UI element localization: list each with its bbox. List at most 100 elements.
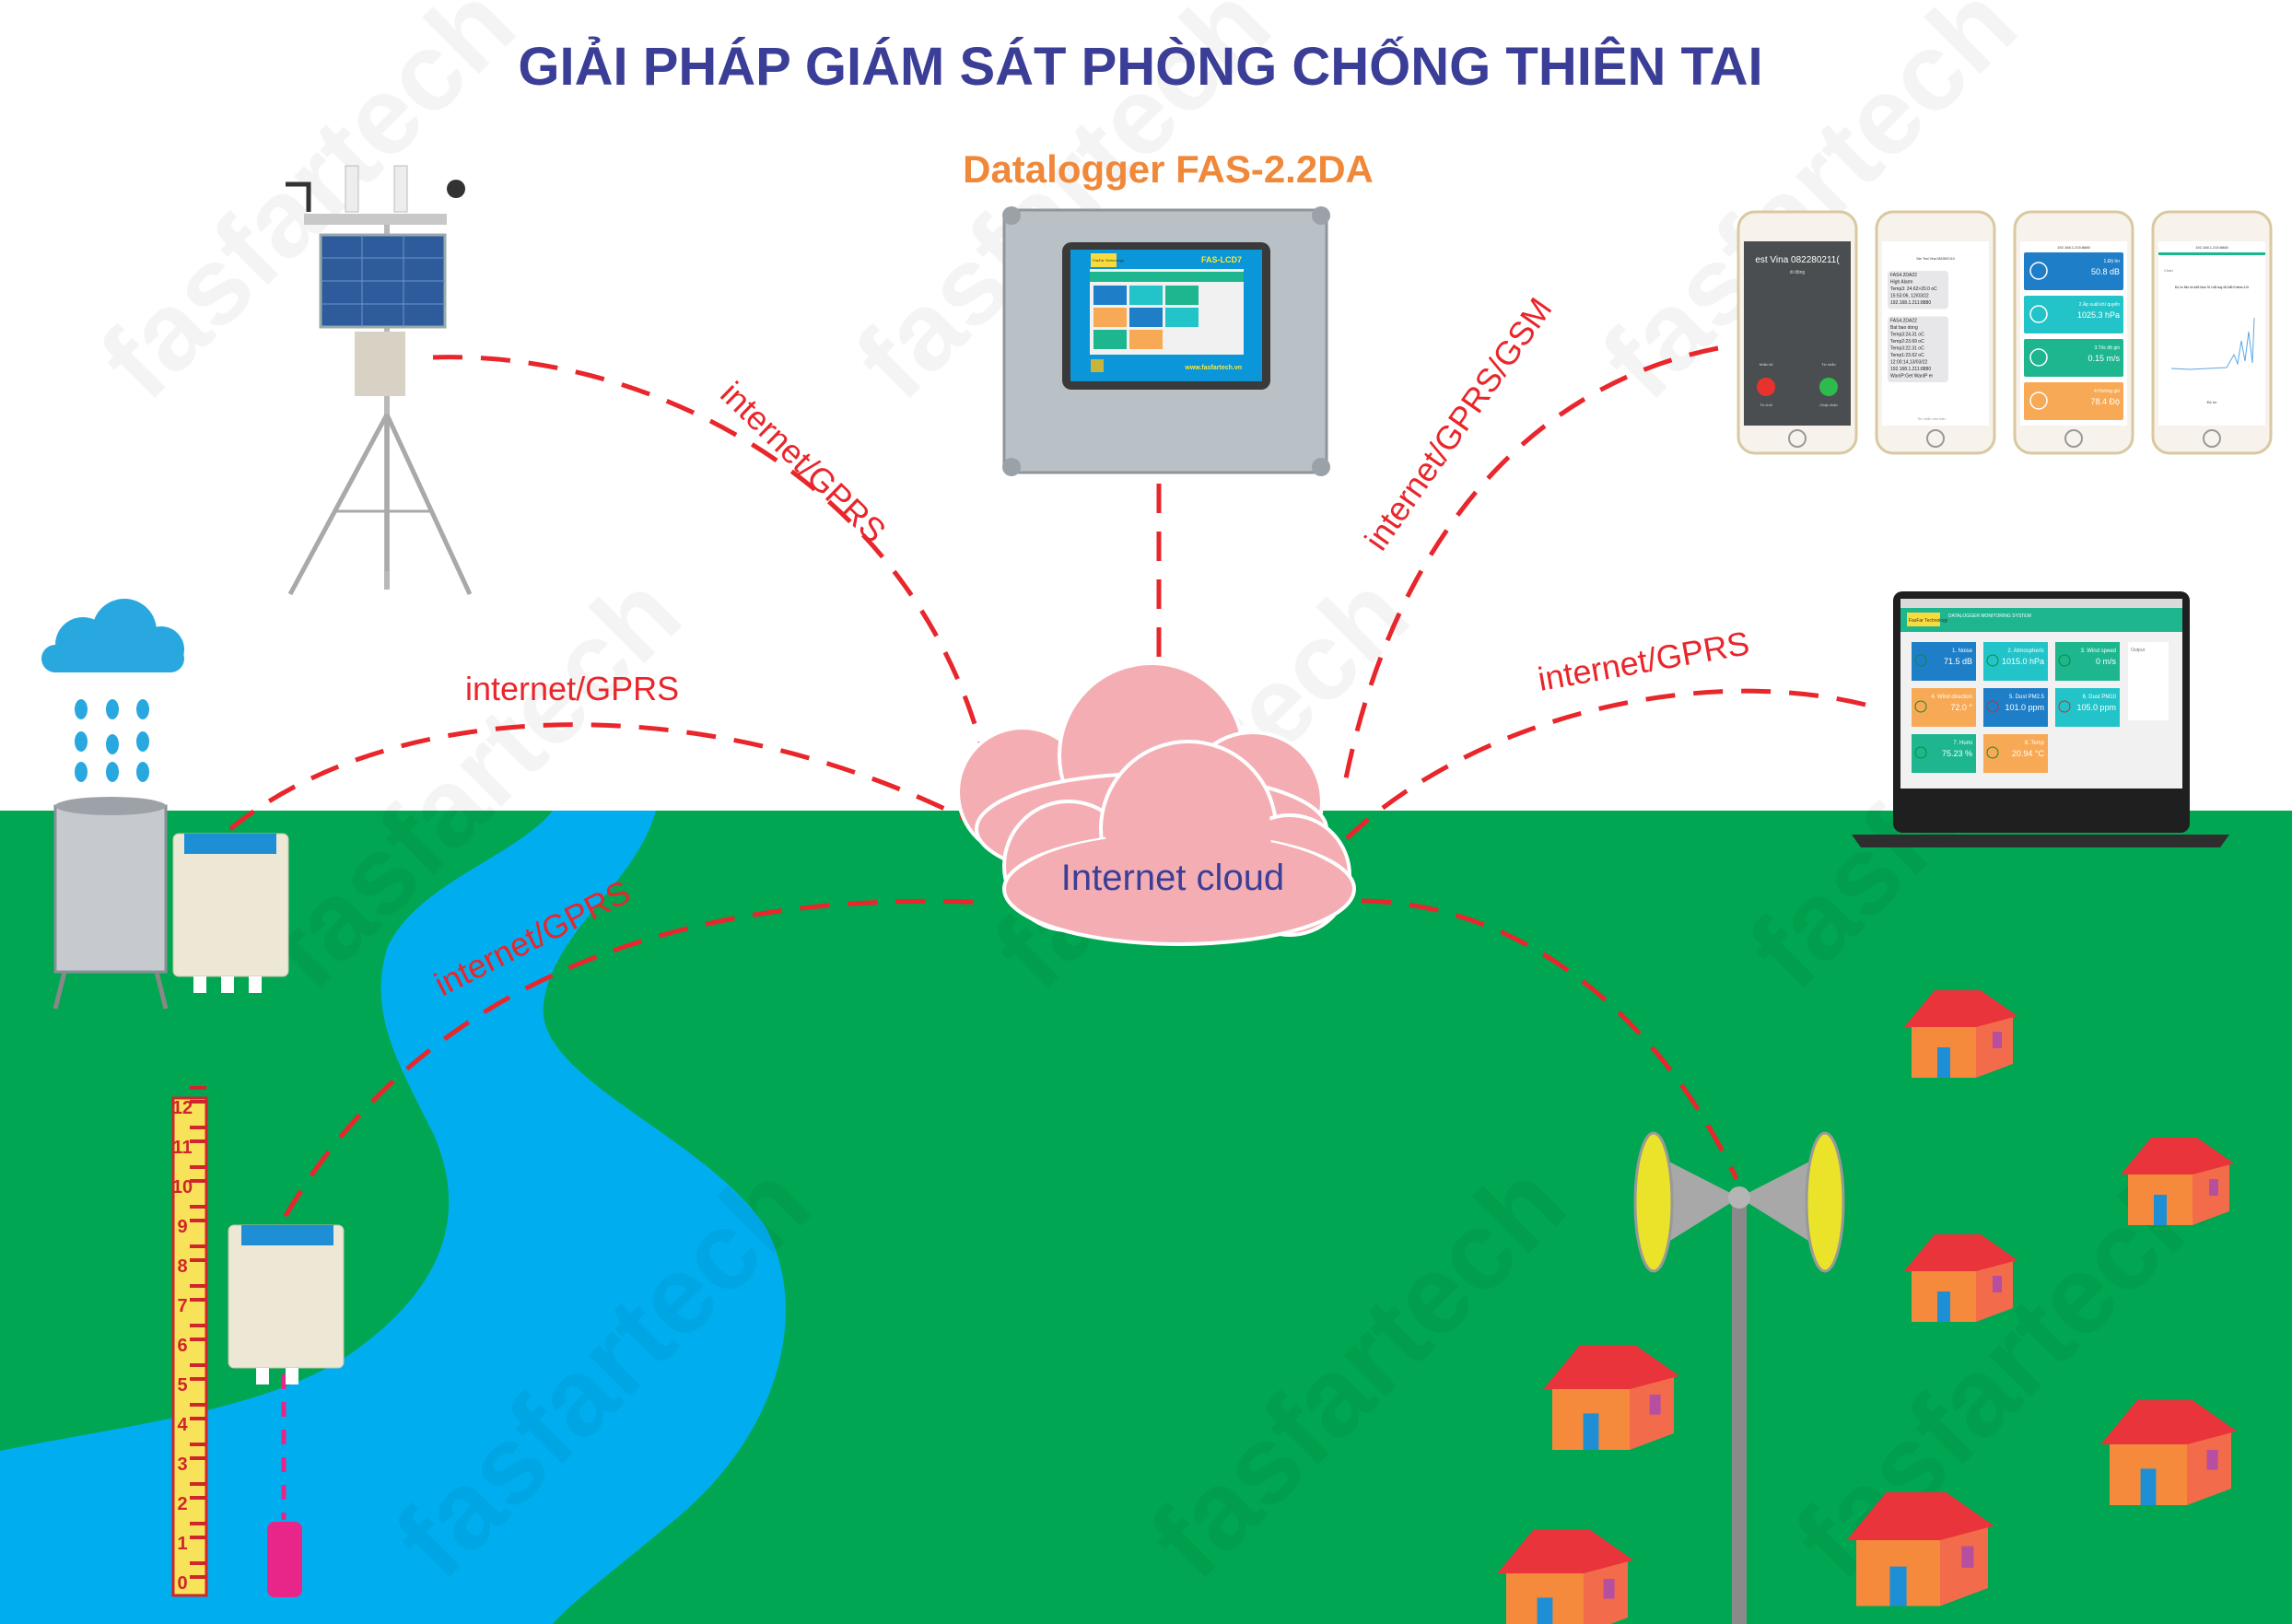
card-title: 3.Tốc độ gió [2094, 345, 2120, 351]
card-value: 50.8 dB [2091, 267, 2120, 276]
gauge-tick [190, 1443, 206, 1446]
link-label-laptop: internet/GPRS [1535, 624, 1752, 698]
lcd-card [1129, 330, 1163, 349]
gauge-tick [190, 1086, 206, 1090]
gauge-tick [190, 1496, 206, 1500]
gauge-tick [190, 1298, 206, 1302]
phone-screen [2158, 241, 2265, 426]
gauge-tick [190, 1284, 206, 1288]
card-value: 72.0 ° [1950, 703, 1972, 712]
sms-line: 12:00:14,13/03/22 [1890, 360, 1928, 366]
sms-input: Tin nhắn văn bản [1917, 416, 1946, 421]
card-value: 101.0 ppm [2005, 703, 2044, 712]
link-siren [1361, 898, 1739, 1181]
connection-lines [228, 345, 1866, 1520]
smiley-icon [1914, 700, 1927, 713]
smiley-icon [1914, 746, 1927, 759]
sms-line: FAS4.2DA22 [1890, 273, 1917, 278]
smiley-icon [2058, 654, 2071, 667]
laptop-output-title: Output [2131, 648, 2146, 653]
card-value: 20.94 °C [2012, 749, 2045, 758]
card-title: 4.Hướng gió [2094, 389, 2120, 394]
card-value: 75.23 % [1942, 749, 1972, 758]
home-button-icon [2064, 429, 2083, 448]
link-rain-gauge [228, 722, 978, 831]
gauge-tick [190, 1536, 206, 1539]
datalogger-device: FasFar Technology FAS-LCD7 www.fasfartec… [1002, 206, 1330, 476]
gauge-number: 5 [177, 1375, 187, 1396]
card-value: 0 m/s [2096, 657, 2117, 666]
smiley-icon [1986, 746, 1999, 759]
gauge-tick [190, 1363, 206, 1367]
sms-line: 192.168.1.211:8880 [1890, 367, 1931, 372]
sms-line: Temp3: 24.62>20.0 oC [1890, 286, 1937, 292]
sms-line: Temp2:23.69 oC [1890, 339, 1924, 345]
lcd-card [1165, 308, 1199, 327]
house-icon [1497, 1529, 1633, 1624]
page-title: GIẢI PHÁP GIÁM SÁT PHÒNG CHỐNG THIÊN TAI [518, 37, 1762, 97]
internet-cloud: Internet cloud [956, 661, 1356, 946]
rain-logger-box [172, 833, 289, 977]
rain-cloud-icon [41, 599, 184, 782]
dashboard-card [2024, 382, 2123, 420]
card-value: 1025.3 hPa [2077, 310, 2120, 320]
phone-screen [1744, 241, 1851, 426]
card-title: 6. Dust PM10 [2083, 695, 2117, 700]
chart-panel-title: Chart [2164, 268, 2174, 273]
sms-line: Temp3:22.31 oC [1890, 346, 1924, 352]
sensor-card: 1. Noise 71.5 dB [1912, 642, 1976, 681]
gauge-tick [190, 1377, 206, 1381]
house-icon [2121, 1138, 2234, 1225]
gauge-tick [190, 1522, 206, 1525]
accept-label: Chấp nhận [1819, 403, 1838, 407]
gauge-number: 4 [177, 1415, 188, 1435]
dashboard-card [2024, 339, 2123, 377]
gauge-tick [190, 1219, 206, 1222]
house-icon [1904, 990, 2017, 1078]
chart-summary: Độ ồn Min:44.4dB Max:76.1dB Avg:48.0dB E… [2175, 286, 2249, 289]
sms-line: 192.168.1.211:8880 [1890, 300, 1931, 306]
remind-button: Nhắc tôi [1760, 362, 1773, 367]
gauge-number: 9 [177, 1217, 187, 1237]
gauge-number: 10 [172, 1177, 193, 1198]
houses [1497, 990, 2237, 1624]
screw-icon [1002, 206, 1021, 225]
laptop-brand: FasFar Technology [1909, 618, 1948, 624]
screw-icon [1002, 458, 1021, 476]
link-label-weather-station: internet/GPRS [713, 374, 893, 550]
lcd-brand: FasFar Technology [1093, 258, 1124, 263]
sad-face-icon [2058, 700, 2071, 713]
gauge-tick [190, 1179, 206, 1183]
sms-line: Bat bao dong [1890, 325, 1918, 331]
smiley-icon [2029, 305, 2048, 323]
gauge-number: 12 [172, 1098, 193, 1118]
dashboard-card [2024, 252, 2123, 290]
card-title: 1. Noise [1952, 648, 1973, 654]
gauge-number: 11 [172, 1138, 192, 1158]
link-laptop [1345, 688, 1866, 840]
card-value: 105.0 ppm [2076, 703, 2116, 712]
smiley-icon [1986, 654, 1999, 667]
gauge-number: 6 [177, 1336, 187, 1356]
sms-line: FAS4.2DA22 [1890, 319, 1917, 324]
card-value: 71.5 dB [1944, 657, 1972, 666]
lcd-website: www.fasfartech.vn [1184, 365, 1242, 371]
card-title: 8. Temp [2025, 741, 2045, 746]
house-icon [1543, 1345, 1679, 1450]
decline-call-icon [1757, 378, 1775, 396]
gauge-tick [190, 1244, 206, 1248]
water-level-logger [228, 1224, 345, 1597]
gauge-tick [190, 1126, 206, 1129]
gauge-tick [190, 1258, 206, 1262]
caller-subtitle: di động [1790, 270, 1806, 275]
gauge-tick [190, 1338, 206, 1341]
card-title: 2. Atmospheric [2007, 648, 2044, 654]
